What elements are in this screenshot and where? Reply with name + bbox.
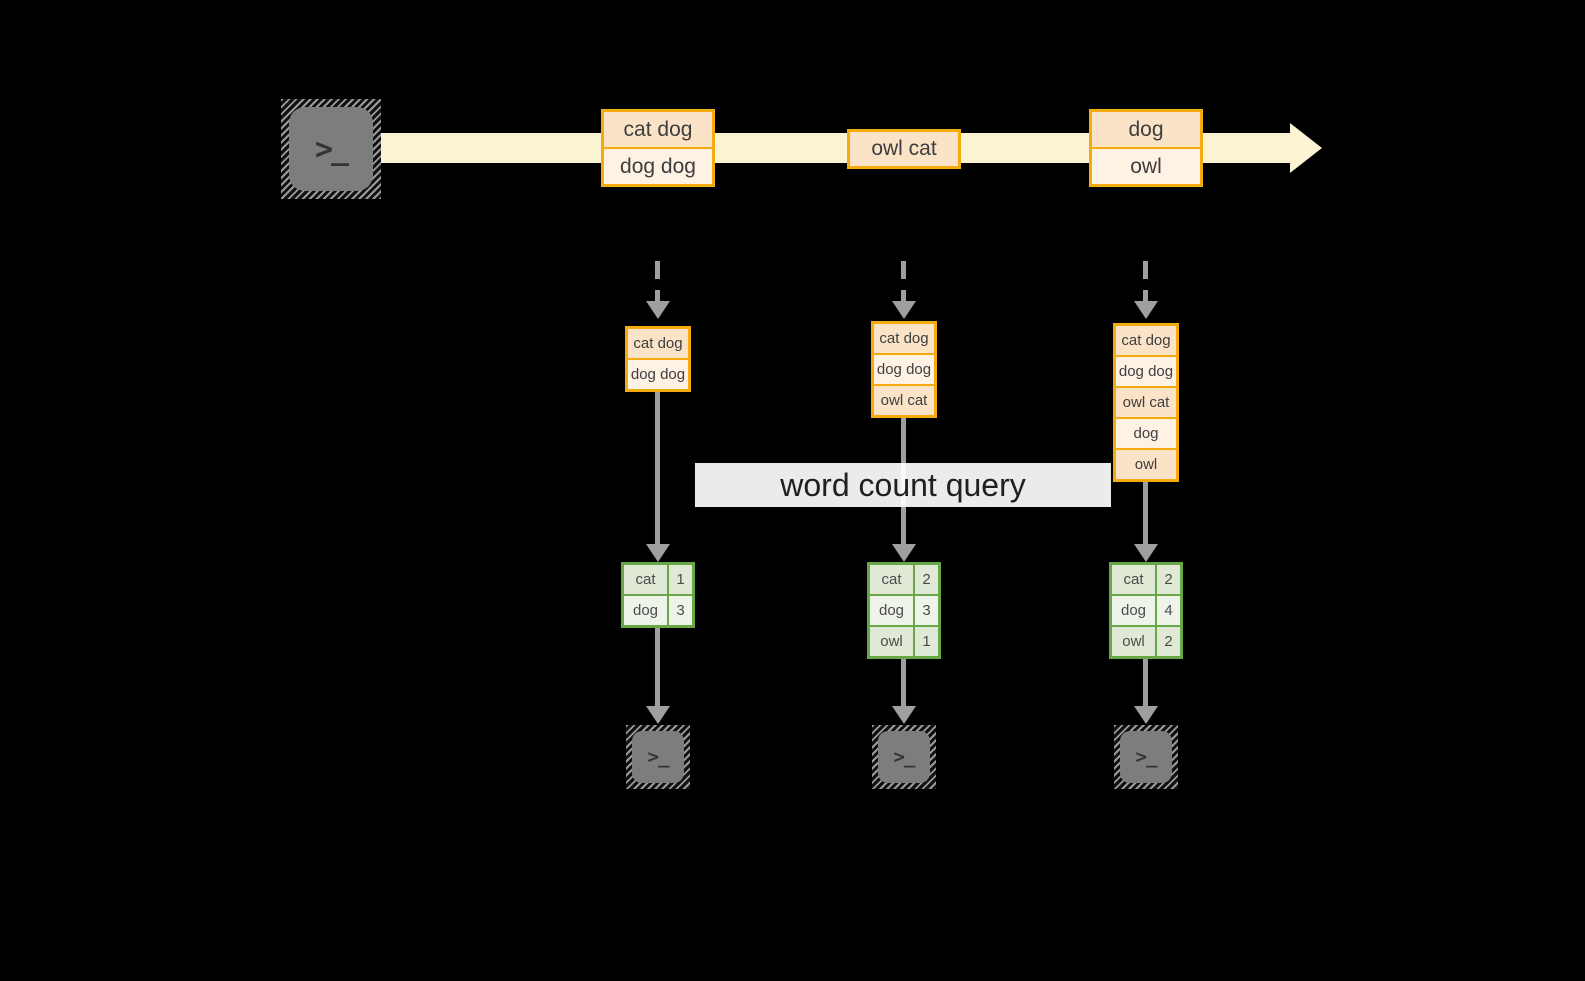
arrowhead-icon [1134, 544, 1158, 562]
state-cell: dog dog [874, 353, 934, 384]
terminal-screen: >_ [289, 107, 373, 191]
source-terminal-icon: >_ [281, 99, 381, 199]
event-box-2: owl cat [847, 129, 961, 169]
event-box-1: cat dog dog dog [601, 109, 715, 187]
solid-connector [1143, 482, 1148, 544]
count-row: cat 1 [624, 565, 692, 594]
arrowhead-icon [892, 706, 916, 724]
dashed-connector [901, 261, 906, 301]
state-cell: owl cat [874, 384, 934, 415]
count-cell: 2 [915, 565, 938, 594]
event-cell: dog [1092, 112, 1200, 147]
word-cell: cat [624, 565, 669, 594]
state-cell: cat dog [1116, 326, 1176, 355]
count-cell: 3 [669, 596, 692, 625]
terminal-prompt-glyph: >_ [314, 131, 349, 167]
state-cell: owl cat [1116, 386, 1176, 417]
solid-connector [901, 659, 906, 706]
count-cell: 3 [915, 596, 938, 625]
solid-connector [655, 628, 660, 706]
state-buffer-3: cat dog dog dog owl cat dog owl [1113, 323, 1179, 482]
stream-arrowhead-icon [1290, 123, 1322, 173]
arrowhead-icon [646, 706, 670, 724]
state-cell: cat dog [874, 324, 934, 353]
word-cell: dog [1112, 596, 1157, 625]
sink-terminal-icon: >_ [626, 725, 690, 789]
arrowhead-icon [1134, 706, 1158, 724]
count-row: cat 2 [870, 565, 938, 594]
event-cell: cat dog [604, 112, 712, 147]
state-cell: dog [1116, 417, 1176, 448]
state-buffer-1: cat dog dog dog [625, 326, 691, 392]
event-cell: dog dog [604, 147, 712, 184]
count-cell: 2 [1157, 627, 1180, 656]
query-label: word count query [695, 463, 1111, 507]
word-cell: dog [870, 596, 915, 625]
solid-connector [1143, 659, 1148, 706]
word-cell: cat [870, 565, 915, 594]
sink-terminal-icon: >_ [1114, 725, 1178, 789]
count-cell: 1 [915, 627, 938, 656]
count-row: dog 3 [624, 594, 692, 625]
count-cell: 1 [669, 565, 692, 594]
dashed-connector [1143, 261, 1148, 301]
event-cell: owl [1092, 147, 1200, 184]
word-cell: owl [1112, 627, 1157, 656]
arrowhead-icon [1134, 301, 1158, 319]
event-cell: owl cat [850, 132, 958, 166]
count-row: owl 2 [1112, 625, 1180, 656]
arrowhead-icon [646, 301, 670, 319]
sink-terminal-icon: >_ [872, 725, 936, 789]
word-cell: owl [870, 627, 915, 656]
terminal-prompt-glyph: >_ [647, 746, 670, 768]
state-buffer-2: cat dog dog dog owl cat [871, 321, 937, 418]
terminal-prompt-glyph: >_ [893, 746, 916, 768]
word-cell: cat [1112, 565, 1157, 594]
terminal-screen: >_ [1120, 731, 1172, 783]
count-row: dog 3 [870, 594, 938, 625]
state-cell: cat dog [628, 329, 688, 358]
terminal-prompt-glyph: >_ [1135, 746, 1158, 768]
arrowhead-icon [892, 544, 916, 562]
arrowhead-icon [646, 544, 670, 562]
event-box-3: dog owl [1089, 109, 1203, 187]
solid-connector [655, 392, 660, 544]
count-row: owl 1 [870, 625, 938, 656]
state-cell: owl [1116, 448, 1176, 479]
state-cell: dog dog [628, 358, 688, 389]
count-cell: 4 [1157, 596, 1180, 625]
word-cell: dog [624, 596, 669, 625]
count-cell: 2 [1157, 565, 1180, 594]
dashed-connector [655, 261, 660, 301]
state-cell: dog dog [1116, 355, 1176, 386]
terminal-screen: >_ [632, 731, 684, 783]
count-table-2: cat 2 dog 3 owl 1 [867, 562, 941, 659]
arrowhead-icon [892, 301, 916, 319]
count-table-3: cat 2 dog 4 owl 2 [1109, 562, 1183, 659]
terminal-screen: >_ [878, 731, 930, 783]
count-table-1: cat 1 dog 3 [621, 562, 695, 628]
count-row: cat 2 [1112, 565, 1180, 594]
count-row: dog 4 [1112, 594, 1180, 625]
